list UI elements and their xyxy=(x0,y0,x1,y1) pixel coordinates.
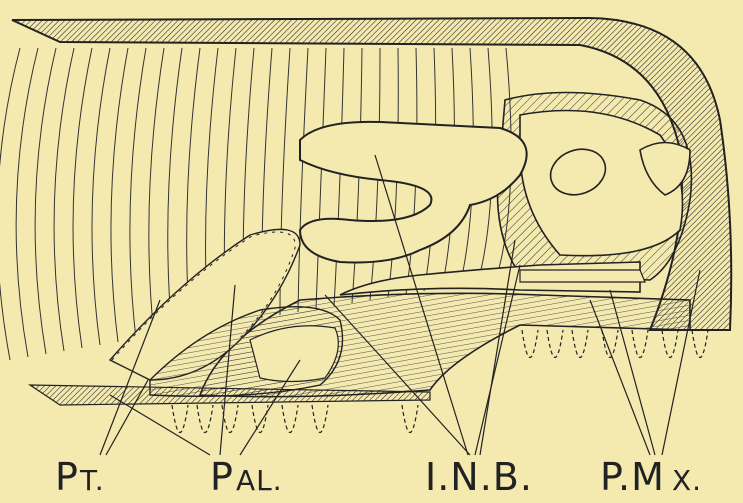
svg-text:P: P xyxy=(55,455,79,499)
tooth xyxy=(282,405,298,433)
fiber-arc xyxy=(130,48,146,339)
svg-text:P.M: P.M xyxy=(600,455,665,499)
fiber-arc xyxy=(35,48,56,354)
tooth xyxy=(632,330,648,358)
fiber-arc xyxy=(334,48,344,306)
svg-text:I.N.B.: I.N.B. xyxy=(425,455,533,499)
fiber-arc xyxy=(316,48,326,309)
tooth xyxy=(547,330,563,358)
svg-text:P: P xyxy=(210,455,234,499)
pt-label: P T. xyxy=(55,455,105,499)
tooth xyxy=(602,330,618,358)
fiber-arc xyxy=(92,48,110,345)
fiber-arc xyxy=(0,48,20,360)
tooth xyxy=(402,405,418,433)
inb-label: I.N.B. xyxy=(425,455,533,499)
tooth xyxy=(662,330,678,358)
fiber-arc xyxy=(16,48,38,357)
pal-label: P AL. xyxy=(210,455,283,499)
tooth xyxy=(197,405,213,433)
tooth xyxy=(172,405,188,433)
svg-text:AL.: AL. xyxy=(236,464,283,497)
snout-region xyxy=(498,93,692,281)
svg-text:X.: X. xyxy=(672,464,702,497)
internasal-opening xyxy=(300,122,527,263)
fiber-arc xyxy=(298,48,308,312)
pmx-label: P.M X. xyxy=(600,455,702,499)
fiber-arc xyxy=(149,48,164,336)
fiber-arc xyxy=(73,48,92,348)
tooth xyxy=(572,330,588,358)
svg-text:T.: T. xyxy=(79,464,105,497)
fiber-arc xyxy=(54,48,74,351)
tooth xyxy=(312,405,328,433)
tooth xyxy=(692,330,708,358)
tooth xyxy=(252,405,268,433)
fiber-arc xyxy=(111,48,128,342)
tooth xyxy=(522,330,538,358)
